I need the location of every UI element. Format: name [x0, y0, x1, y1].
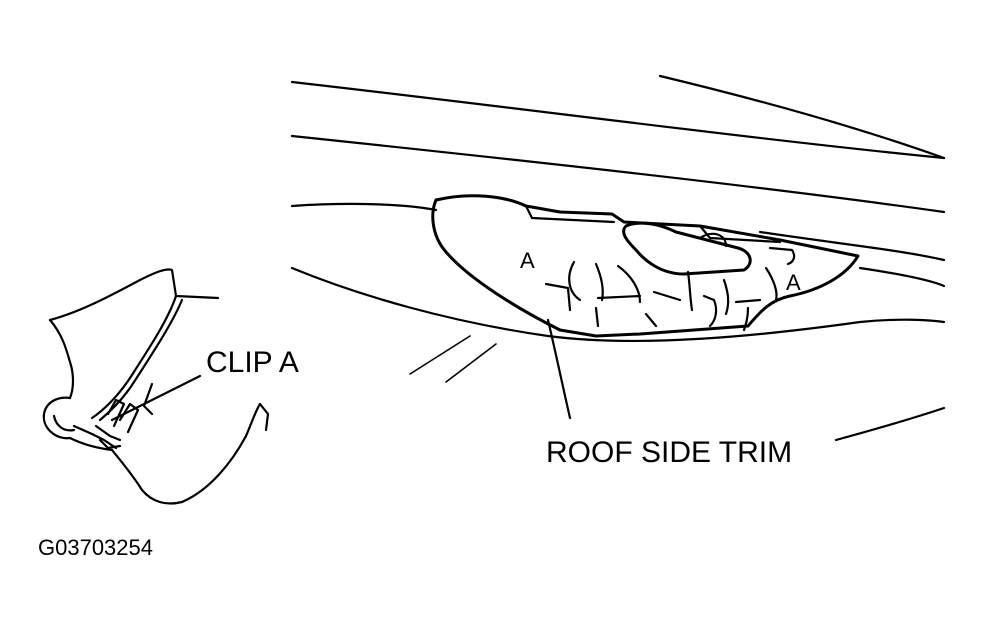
clip-a-detail [42, 268, 270, 505]
roof-body-lines [290, 74, 946, 442]
clip-marker-right: A [786, 270, 801, 295]
clip-a-label: CLIP A [206, 346, 299, 379]
clip-marker-left: A [520, 248, 535, 273]
figure-code-label: G03703254 [38, 535, 153, 560]
roof-side-trim-label: ROOF SIDE TRIM [546, 436, 792, 469]
roof-side-trim-panel [431, 194, 860, 420]
